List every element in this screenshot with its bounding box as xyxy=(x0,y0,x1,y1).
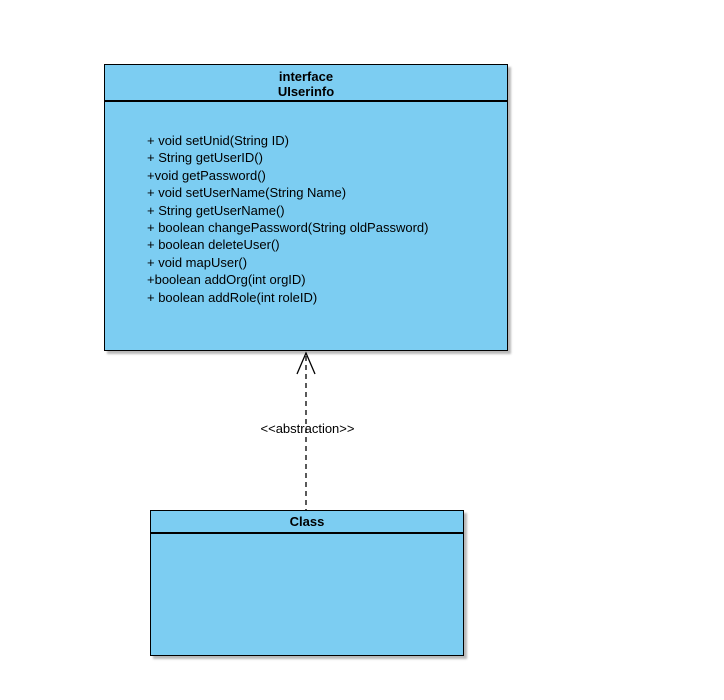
method-line: + void setUnid(String ID) xyxy=(147,133,289,148)
abstraction-dependency-edge[interactable] xyxy=(296,351,316,510)
method-line: + String getUserID() xyxy=(147,150,263,166)
interface-node-header: interface UIserinfo xyxy=(105,65,507,102)
interface-name: UIserinfo xyxy=(277,84,335,99)
interface-node-uiserinfo[interactable]: interface UIserinfo + void setUnid(Strin… xyxy=(104,64,508,351)
method-line: + boolean addRole(int roleID) xyxy=(147,289,318,305)
method-line: + void mapUser() xyxy=(147,254,248,270)
method-line: + String getUserName() xyxy=(147,202,285,218)
method-line: + void setUserName(String Name) xyxy=(147,185,347,201)
class-node[interactable]: Class xyxy=(150,510,464,656)
class-name: Class xyxy=(151,511,463,534)
interface-stereotype: interface xyxy=(278,69,334,84)
method-line: +void getPassword() xyxy=(147,167,266,183)
abstraction-stereotype-label: <<abstraction>> xyxy=(260,421,355,436)
method-line: +boolean addOrg(int orgID) xyxy=(147,272,306,288)
interface-methods-compartment: + void setUnid(String ID) + String getUse… xyxy=(105,102,507,306)
open-arrowhead-icon xyxy=(296,351,316,375)
method-line: + boolean deleteUser() xyxy=(147,237,280,253)
method-line: + boolean changePassword(String oldPassw… xyxy=(147,220,429,236)
